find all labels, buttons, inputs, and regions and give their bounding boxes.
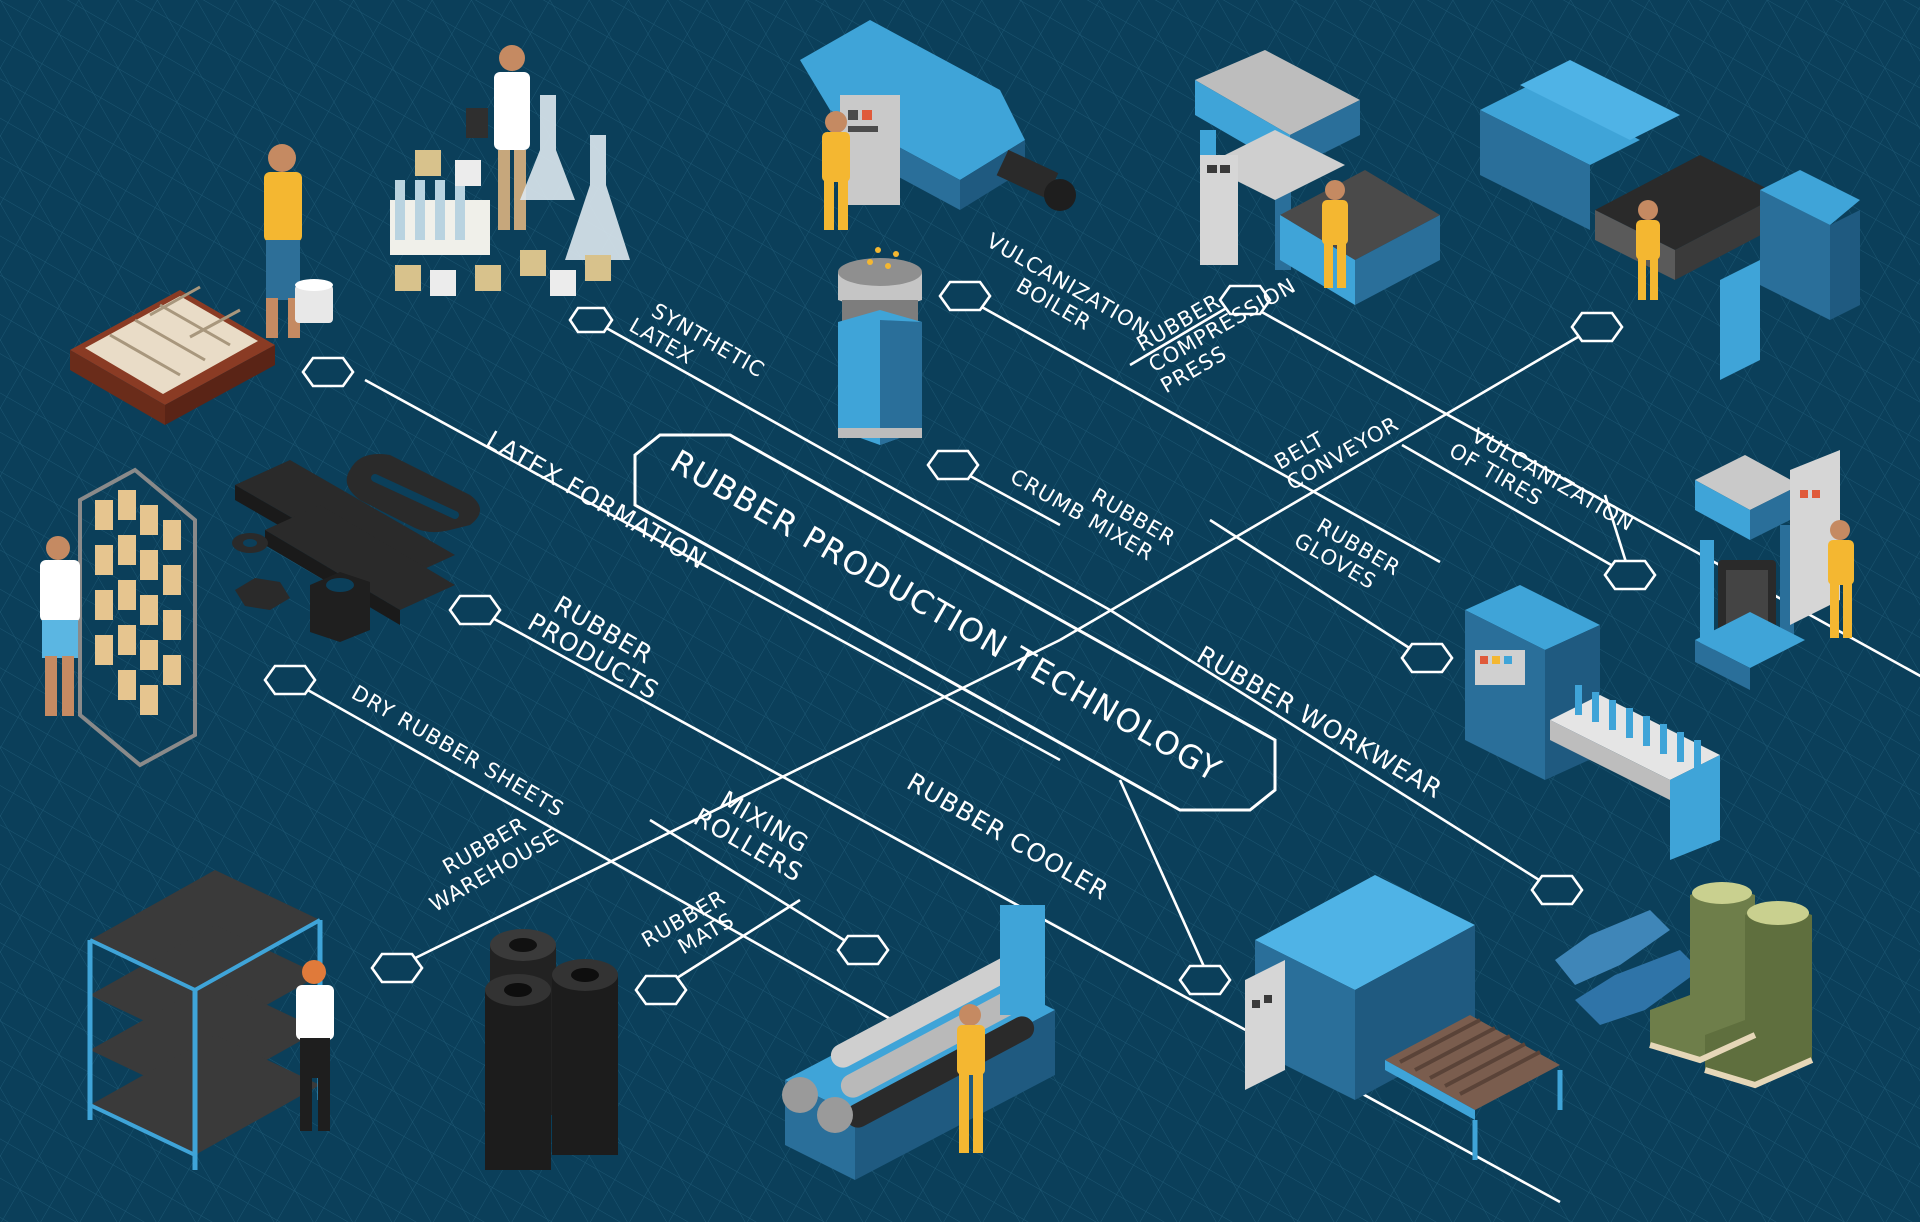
tire-vulcanization-machine-illustration xyxy=(1480,60,1860,380)
rubber-parts-products-illustration xyxy=(232,454,480,642)
node-latex-formation xyxy=(301,356,355,388)
node-rubber-mats xyxy=(634,974,688,1006)
latex-worker-illustration xyxy=(70,144,333,425)
rubber-gloves-boots-illustration xyxy=(1555,882,1814,1089)
node-rubber-crumb-mixer xyxy=(926,449,980,481)
vulcanization-boiler-illustration xyxy=(800,20,1076,230)
rubber-crumb-mixer-illustration xyxy=(838,247,922,445)
rubber-cooler-machine-illustration xyxy=(1245,875,1563,1160)
node-rubber-products xyxy=(448,594,502,626)
node-rubber-gloves xyxy=(1400,642,1454,674)
rubber-mats-rolls-illustration xyxy=(485,929,618,1170)
node-rubber-compression-press xyxy=(1218,284,1272,316)
connector-nodes xyxy=(263,280,1657,1006)
synthetic-latex-lab-illustration xyxy=(390,45,630,296)
node-belt-conveyor xyxy=(1570,311,1624,343)
node-rubber-workwear xyxy=(1530,874,1584,906)
hydraulic-press-illustration xyxy=(1695,450,1854,690)
rubber-warehouse-shelf-illustration xyxy=(87,870,334,1170)
dry-rubber-sheets-rack-illustration xyxy=(40,467,197,768)
mixing-rollers-machine-illustration xyxy=(782,905,1055,1180)
node-rubber-warehouse xyxy=(370,952,424,984)
node-rubber-cooler xyxy=(1178,964,1232,996)
node-mixing-rollers xyxy=(836,934,890,966)
node-vulcanization-of-tires xyxy=(1603,559,1657,591)
rubber-compression-press-illustration xyxy=(1195,50,1440,305)
node-dry-rubber-sheets xyxy=(263,664,317,696)
node-vulcanization-boiler xyxy=(938,280,992,312)
node-synthetic-latex xyxy=(568,306,614,334)
glove-production-line-illustration xyxy=(1465,585,1720,860)
